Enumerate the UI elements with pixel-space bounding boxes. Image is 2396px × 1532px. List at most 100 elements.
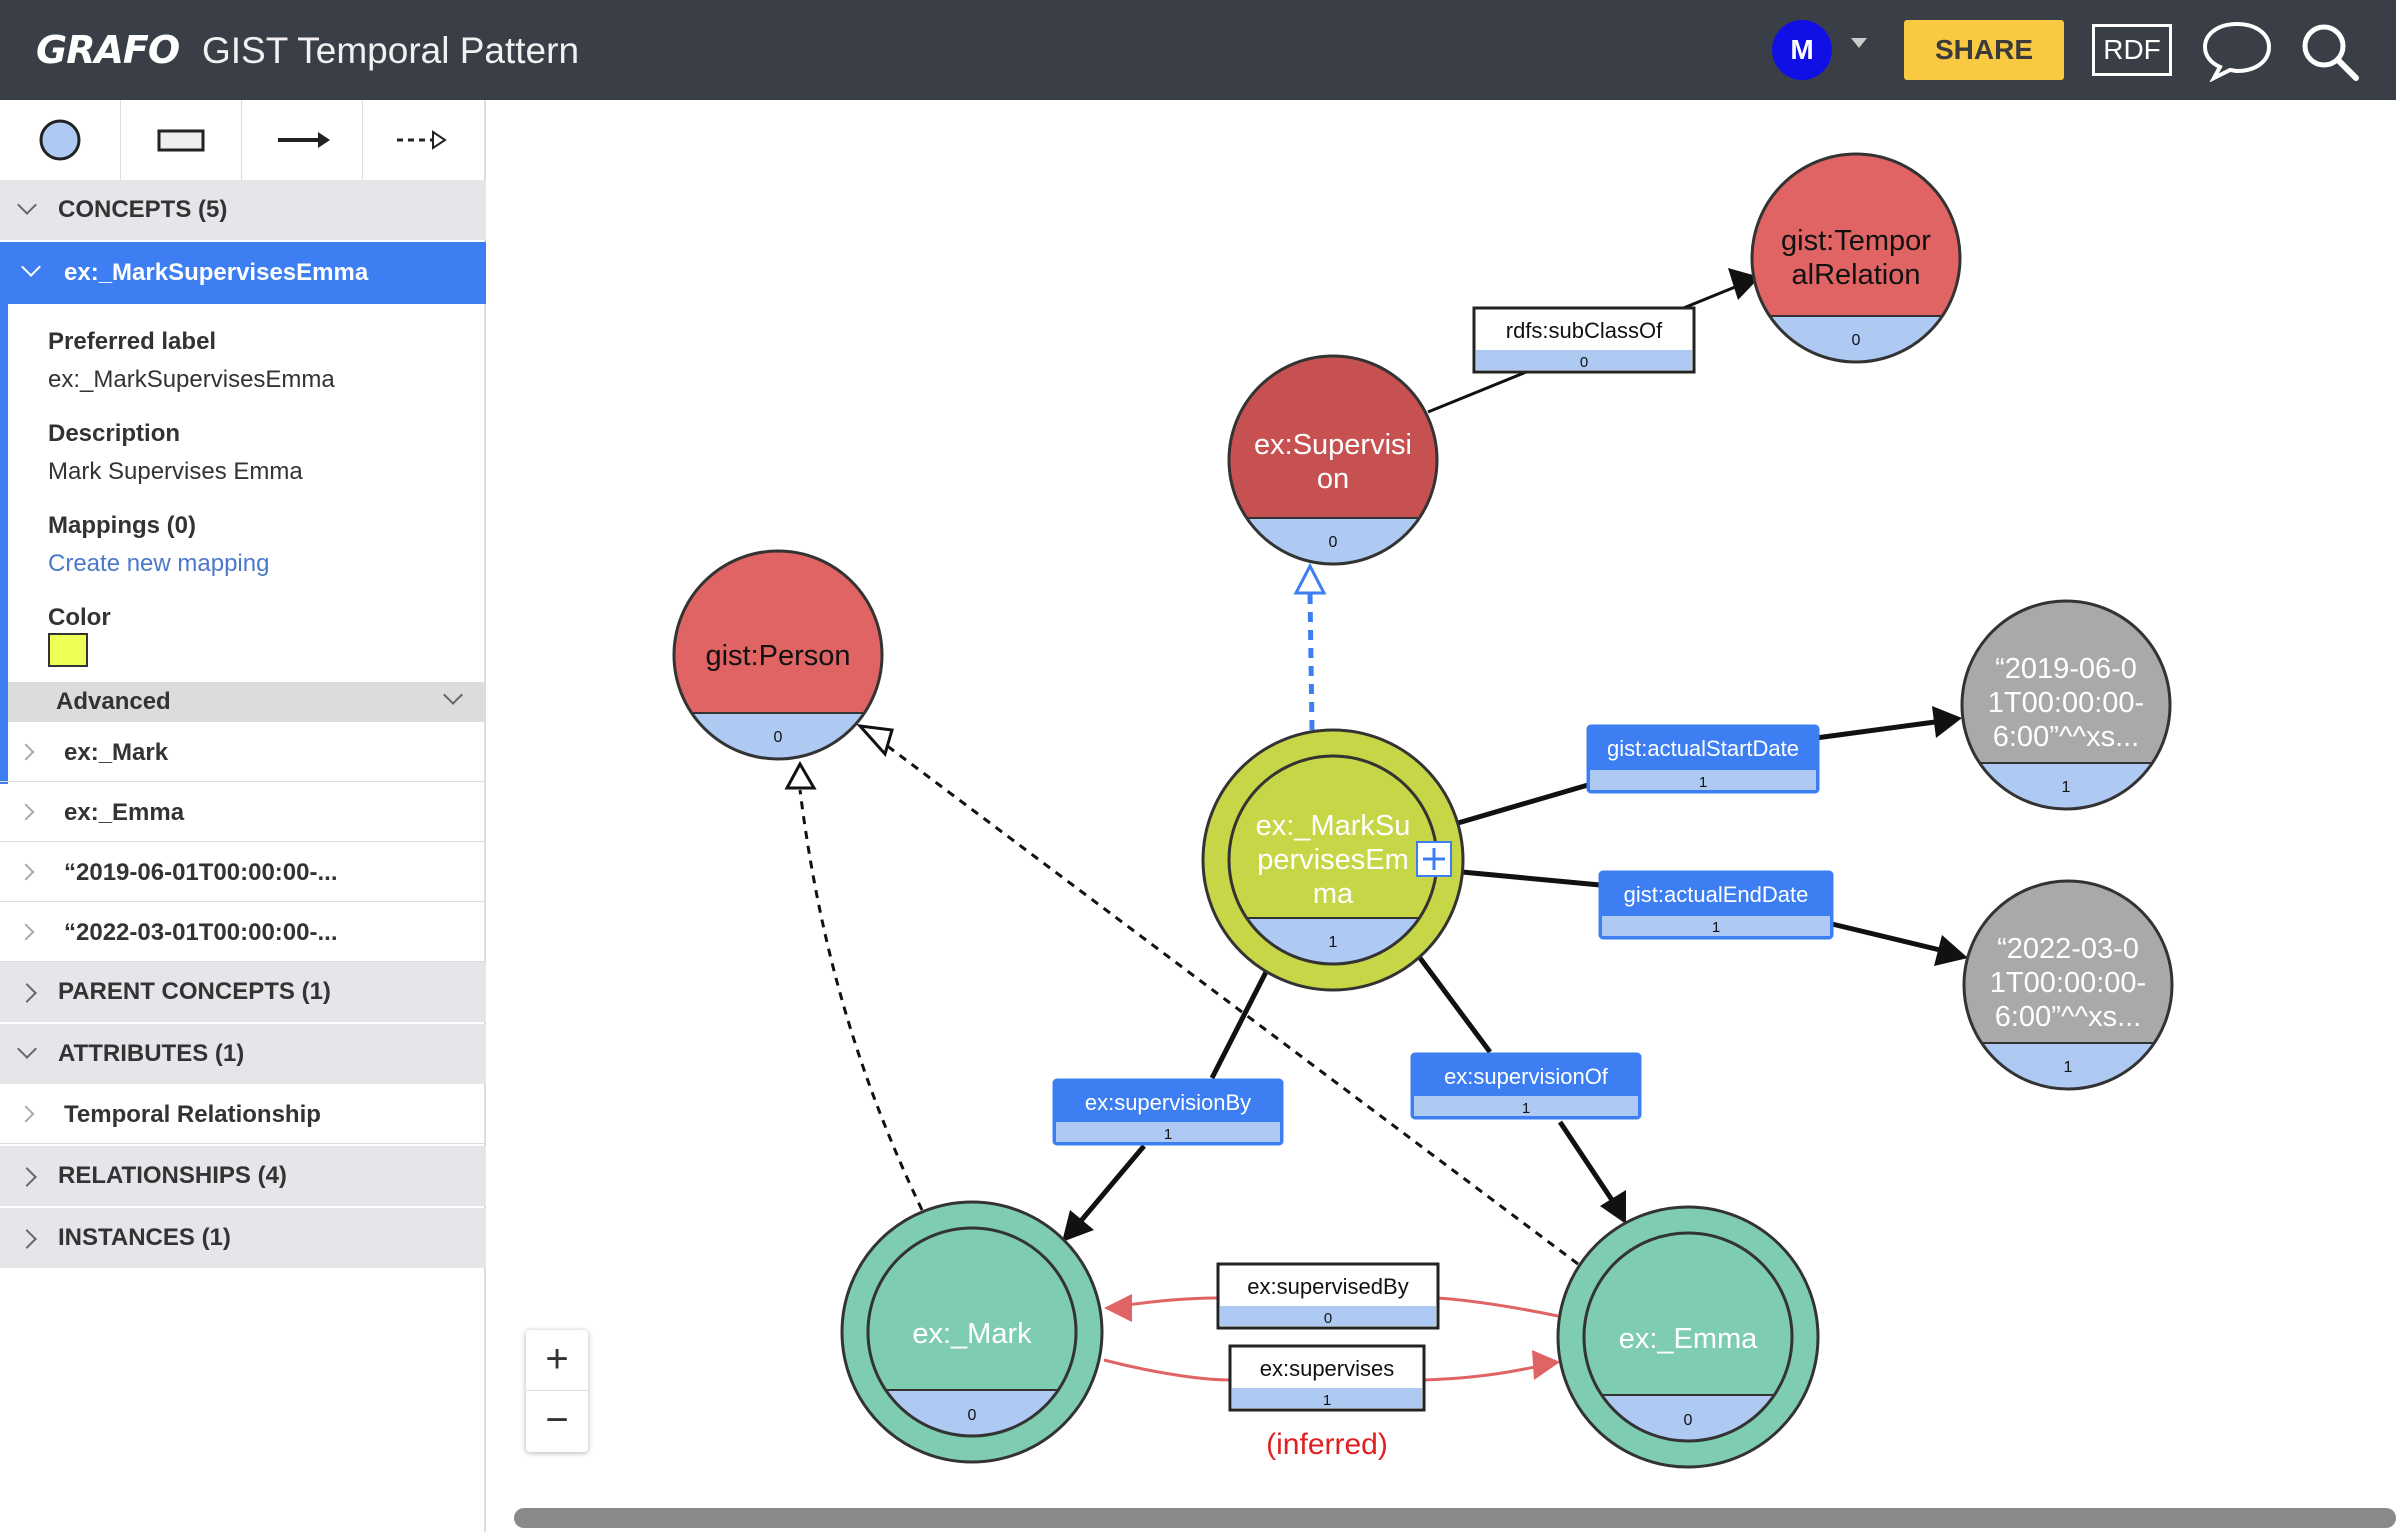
node-label: ex:_Emma [1619, 1323, 1758, 1355]
node-label: 6:00”^^xs... [1995, 1001, 2142, 1033]
edge-label-text: ex:supervisionOf [1444, 1064, 1609, 1089]
grafo-logo[interactable]: GRAFO [36, 28, 180, 72]
share-button[interactable]: SHARE [1904, 20, 2064, 80]
attributes-section-header[interactable]: ATTRIBUTES (1) [0, 1024, 486, 1084]
concept-item-label: “2019-06-01T00:00:00-... [64, 859, 338, 886]
edge-supervision-subclass[interactable] [1293, 562, 1327, 731]
search-icon[interactable] [2298, 20, 2362, 84]
concepts-section-label: CONCEPTS (5) [58, 196, 228, 223]
node-label: “2019-06-0 [1995, 653, 2137, 685]
concepts-section-header[interactable]: CONCEPTS (5) [0, 180, 486, 240]
concept-item[interactable]: ex:_Emma [0, 784, 486, 842]
attributes-label: ATTRIBUTES (1) [58, 1040, 245, 1067]
edge-supervision-of[interactable] [1417, 956, 1626, 1224]
create-mapping-link[interactable]: Create new mapping [48, 550, 270, 577]
edge-count-text: 1 [1164, 1126, 1172, 1143]
node-emma[interactable]: ex:_Emma 0 [1556, 1205, 1820, 1469]
arrow-icon [278, 132, 330, 148]
node-label: ma [1313, 878, 1354, 910]
node-label: alRelation [1792, 259, 1921, 291]
tool-subclass[interactable] [363, 100, 484, 180]
node-person[interactable]: gist:Person 0 [672, 549, 884, 773]
tool-attribute[interactable] [121, 100, 242, 180]
edge-label-text: ex:supervisedBy [1247, 1274, 1408, 1299]
concept-item[interactable]: “2019-06-01T00:00:00-... [0, 844, 486, 902]
edge-label-supervised-by[interactable]: ex:supervisedBy 0 [1216, 1262, 1440, 1330]
edge-label-text: ex:supervisionBy [1085, 1090, 1251, 1115]
edge-emma-person[interactable] [856, 724, 1579, 1266]
edge-count-text: 1 [1712, 919, 1720, 936]
tool-concept[interactable] [0, 100, 121, 180]
color-title: Color [48, 604, 111, 631]
circle-icon [39, 119, 81, 161]
edge-label-end-date[interactable]: gist:actualEndDate 1 [1598, 870, 1834, 940]
preferred-label-value[interactable]: ex:_MarkSupervisesEmma [48, 366, 335, 393]
edge-supervision-by[interactable] [1062, 970, 1269, 1242]
edge-label-supervises[interactable]: ex:supervises 1 [1228, 1344, 1426, 1412]
concept-details [0, 304, 486, 784]
relationships-section-header[interactable]: RELATIONSHIPS (4) [0, 1146, 486, 1206]
edge-label-supervision-by[interactable]: ex:supervisionBy 1 [1052, 1078, 1284, 1146]
zoom-in-button[interactable]: + [526, 1330, 588, 1391]
concept-item[interactable]: ex:_Mark [0, 724, 486, 782]
node-count: 1 [1329, 934, 1338, 951]
edge-label-subclassof[interactable]: rdfs:subClassOf 0 [1472, 306, 1696, 374]
expand-node-button[interactable] [1416, 841, 1452, 877]
sidebar: CONCEPTS (5) ex:_MarkSupervisesEmma Pref… [0, 100, 486, 1532]
parent-concepts-label: PARENT CONCEPTS (1) [58, 978, 331, 1005]
inferred-note: (inferred) [1266, 1428, 1388, 1461]
node-label: 1T00:00:00- [1990, 967, 2146, 999]
edge-label-supervision-of[interactable]: ex:supervisionOf 1 [1410, 1052, 1642, 1120]
zoom-out-button[interactable]: − [545, 1398, 569, 1442]
node-supervision[interactable]: ex:Supervisi on 0 [1227, 354, 1439, 578]
advanced-toggle[interactable]: Advanced [8, 682, 486, 722]
document-title[interactable]: GIST Temporal Pattern [202, 30, 580, 71]
parent-concepts-section-header[interactable]: PARENT CONCEPTS (1) [0, 962, 486, 1022]
edge-count-text: 1 [1323, 1392, 1331, 1409]
concept-item-label: ex:_Mark [64, 739, 169, 766]
color-swatch[interactable] [48, 633, 88, 667]
edge-label-text: ex:supervises [1260, 1356, 1395, 1381]
edge-label-start-date[interactable]: gist:actualStartDate 1 [1586, 724, 1820, 794]
tool-relationship[interactable] [242, 100, 363, 180]
concept-item[interactable]: “2022-03-01T00:00:00-... [0, 904, 486, 962]
user-avatar[interactable]: M [1772, 20, 1832, 80]
comment-icon[interactable] [2200, 18, 2274, 82]
preferred-label-title: Preferred label [48, 328, 217, 355]
attribute-item[interactable]: Temporal Relationship [0, 1086, 486, 1144]
attribute-item-label: Temporal Relationship [64, 1101, 321, 1128]
instances-section-header[interactable]: INSTANCES (1) [0, 1208, 486, 1268]
edge-start-date[interactable] [1457, 706, 1962, 826]
edge-mark-person[interactable] [784, 760, 924, 1211]
node-label: 1T00:00:00- [1988, 687, 2144, 719]
concept-item-label: ex:_MarkSupervisesEmma [64, 259, 369, 286]
description-value[interactable]: Mark Supervises Emma [48, 458, 303, 485]
edge-count-text: 1 [1522, 1100, 1530, 1117]
node-label: pervisesEm [1257, 844, 1409, 876]
node-label: on [1317, 463, 1349, 495]
chevron-down-icon[interactable] [1851, 38, 1867, 48]
node-temporal-relation[interactable]: gist:Tempor alRelation 0 [1750, 152, 1962, 376]
node-start-date[interactable]: “2019-06-0 1T00:00:00- 6:00”^^xs... 1 [1960, 599, 2172, 823]
instances-label: INSTANCES (1) [58, 1224, 231, 1251]
node-label: ex:_MarkSu [1256, 810, 1411, 842]
relationships-label: RELATIONSHIPS (4) [58, 1162, 287, 1189]
rdf-button[interactable]: RDF [2092, 24, 2172, 76]
node-count: 0 [968, 1407, 977, 1424]
edge-end-date[interactable] [1461, 869, 1968, 966]
node-mark[interactable]: ex:_Mark 0 [840, 1200, 1104, 1464]
edge-supervises[interactable] [1103, 1350, 1560, 1382]
horizontal-scrollbar[interactable] [514, 1508, 2396, 1528]
concept-item-label: “2022-03-01T00:00:00-... [64, 919, 338, 946]
node-label: “2022-03-0 [1997, 933, 2139, 965]
dashed-arrow-icon [397, 130, 447, 150]
node-count: 0 [1852, 332, 1861, 349]
node-end-date[interactable]: “2022-03-0 1T00:00:00- 6:00”^^xs... 1 [1962, 879, 2174, 1103]
edge-label-text: gist:actualStartDate [1607, 736, 1799, 761]
rectangle-icon [157, 129, 205, 152]
concept-item-active[interactable]: ex:_MarkSupervisesEmma [0, 242, 486, 304]
top-bar: GRAFO GIST Temporal Pattern M SHARE RDF [0, 0, 2396, 100]
mappings-title: Mappings (0) [48, 512, 196, 539]
node-count: 0 [1329, 534, 1338, 551]
